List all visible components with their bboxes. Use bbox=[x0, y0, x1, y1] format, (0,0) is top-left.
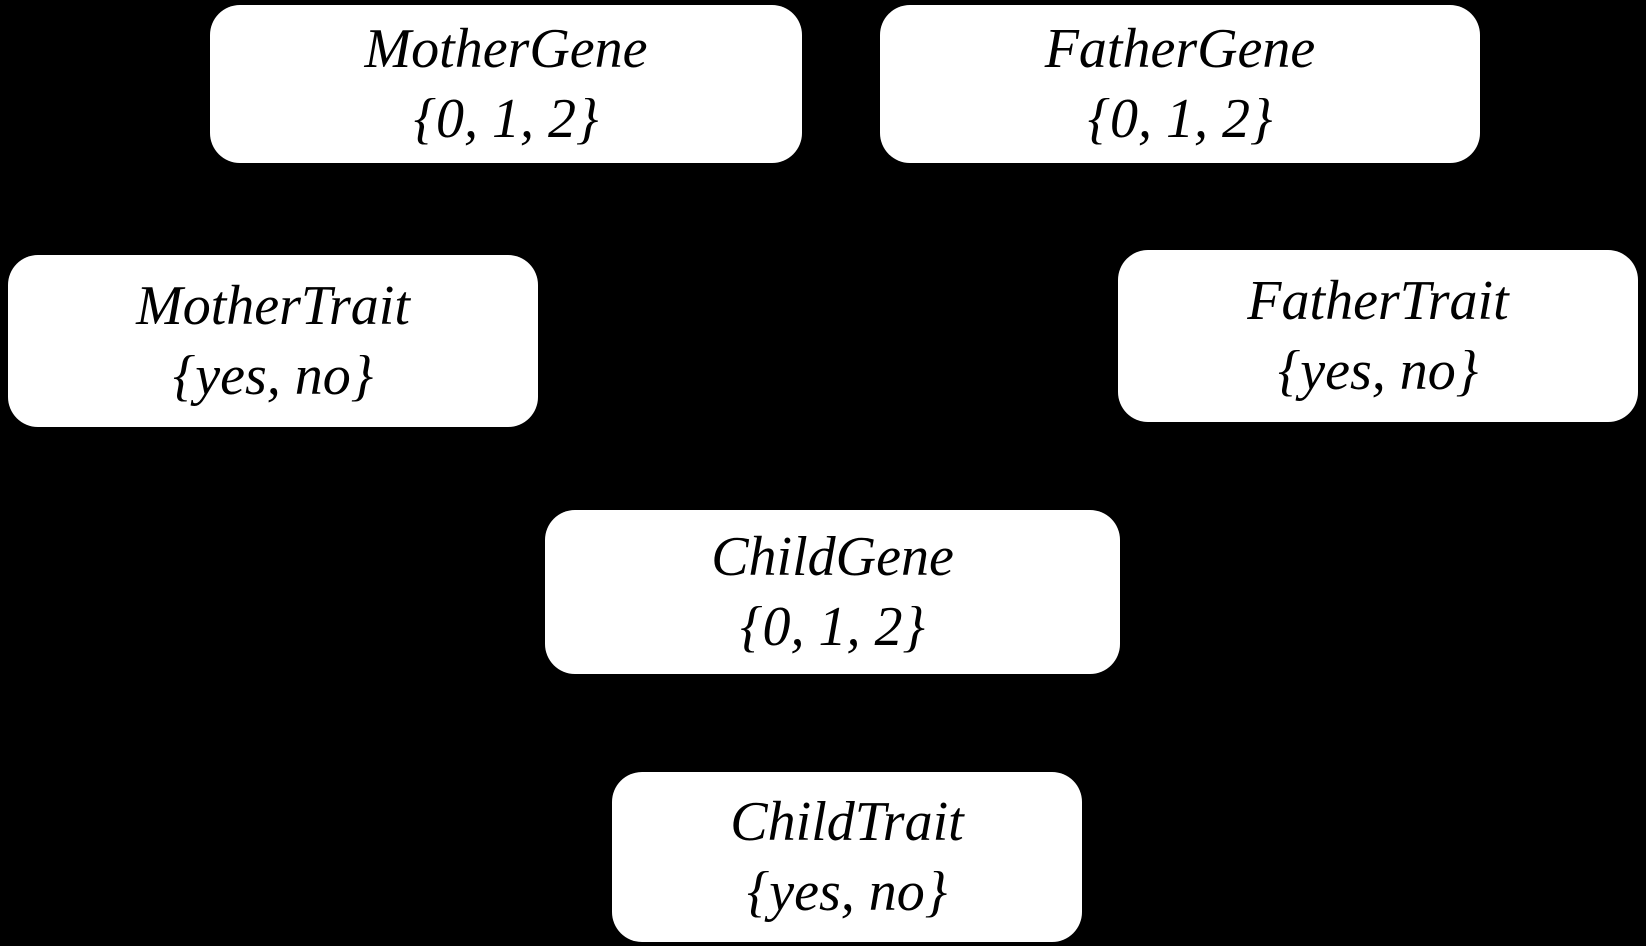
node-father-trait-domain: {yes, no} bbox=[1277, 340, 1479, 402]
node-father-trait-label: FatherTrait bbox=[1247, 270, 1509, 332]
node-child-gene-domain: {0, 1, 2} bbox=[740, 596, 925, 658]
node-child-trait-domain: {yes, no} bbox=[746, 861, 948, 923]
node-child-gene-label: ChildGene bbox=[711, 526, 954, 588]
node-mother-trait-domain: {yes, no} bbox=[172, 345, 374, 407]
node-mother-gene: MotherGene {0, 1, 2} bbox=[210, 5, 802, 163]
node-mother-trait: MotherTrait {yes, no} bbox=[8, 255, 538, 427]
node-father-trait: FatherTrait {yes, no} bbox=[1118, 250, 1638, 422]
node-father-gene: FatherGene {0, 1, 2} bbox=[880, 5, 1480, 163]
node-mother-trait-label: MotherTrait bbox=[136, 275, 410, 337]
node-child-gene: ChildGene {0, 1, 2} bbox=[545, 510, 1120, 674]
node-father-gene-domain: {0, 1, 2} bbox=[1087, 88, 1273, 150]
node-mother-gene-domain: {0, 1, 2} bbox=[413, 88, 599, 150]
node-father-gene-label: FatherGene bbox=[1044, 18, 1316, 80]
node-child-trait-label: ChildTrait bbox=[730, 791, 964, 853]
node-mother-gene-label: MotherGene bbox=[364, 18, 648, 80]
node-child-trait: ChildTrait {yes, no} bbox=[612, 772, 1082, 942]
